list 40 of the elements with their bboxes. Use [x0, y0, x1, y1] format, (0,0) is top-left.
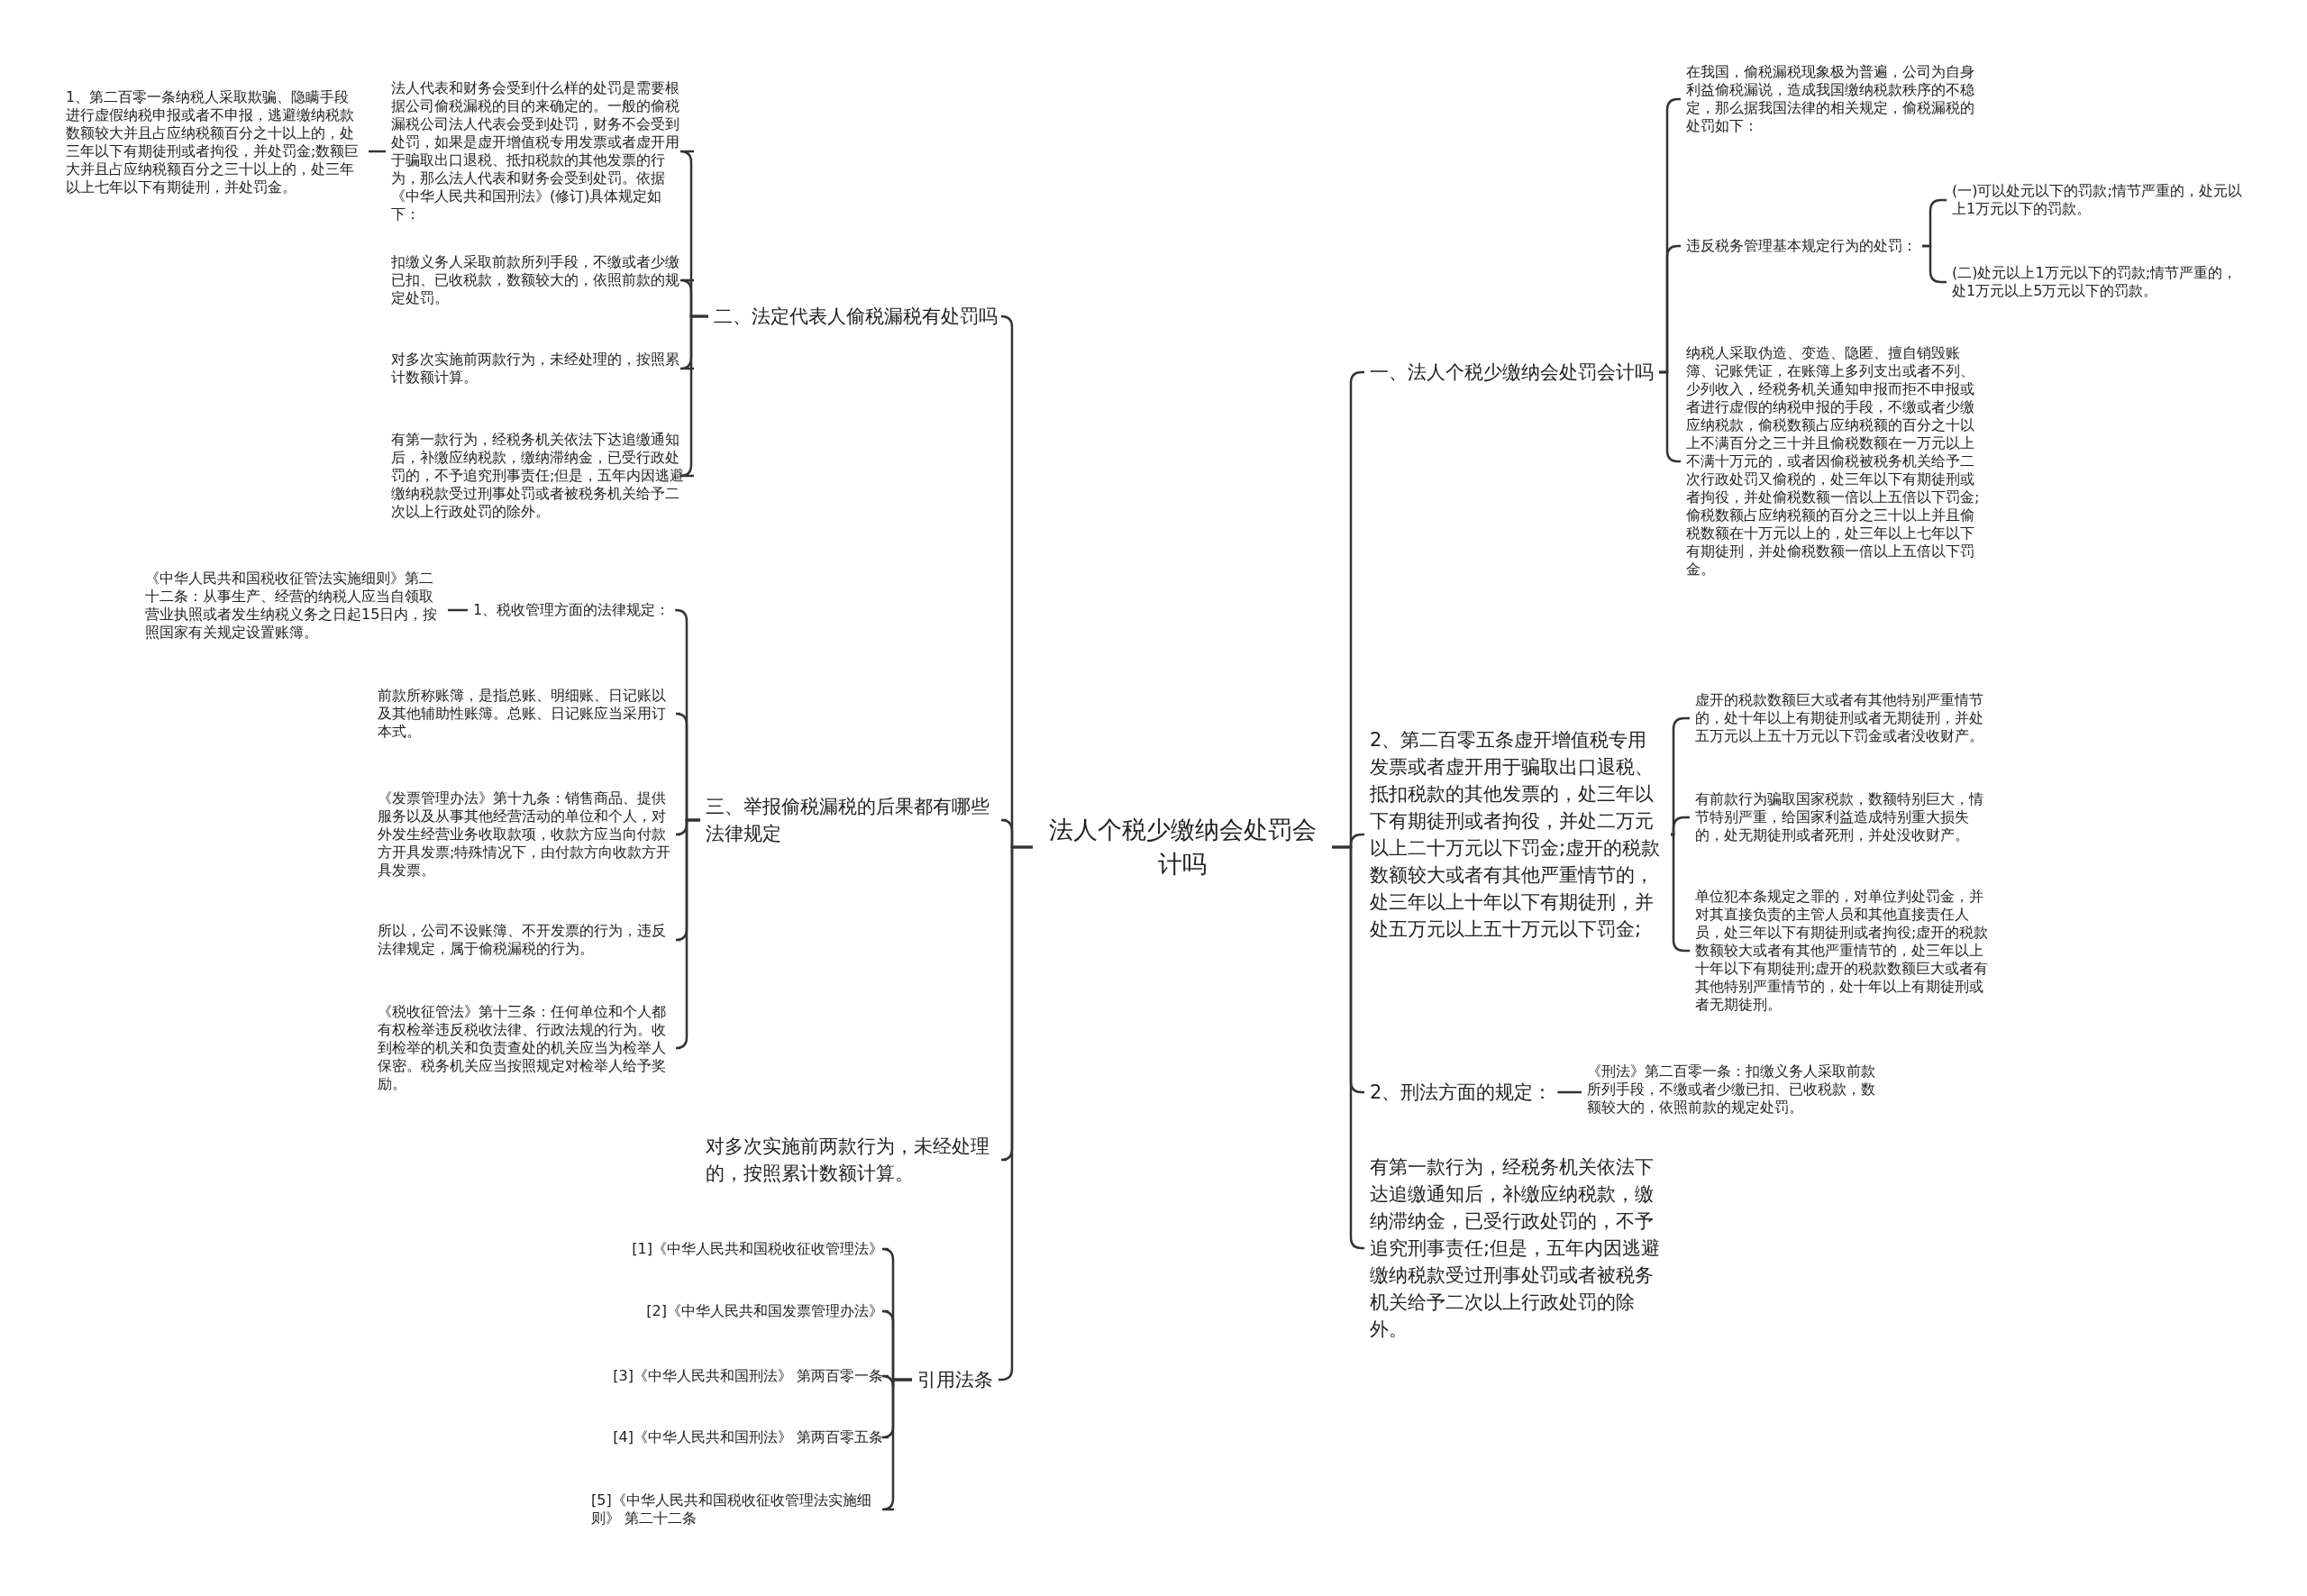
connector-line	[674, 818, 700, 1050]
note-text: (二)处元以上1万元以下的罚款;情节严重的，处1万元以上5万元以下的罚款。	[1952, 264, 2249, 300]
connector-line	[369, 150, 386, 153]
note-text: 扣缴义务人采取前款所列手段，不缴或者少缴已扣、已收税款，数额较大的，依照前款的规定处罚。	[391, 253, 688, 307]
connector-line	[1671, 816, 1690, 836]
note-text: 单位犯本条规定之罪的，对单位判处罚金，并对其直接负责的主管人员和其他直接责任人员，处三年以下有期徒刑或者拘役;虚开的税款数额较大或者有其他严重情节的，处三年以上十年以下有期徒刑;虚开的税款数额巨大或者有其他特别严重情节的，处十年以上有期徒刑或者无期徒刑。	[1695, 888, 1992, 1014]
note-text: 违反税务管理基本规定行为的处罚：	[1686, 237, 1917, 255]
reference-text: [5]《中华人民共和国税收征收管理法实施细则》 第二十二条	[591, 1491, 889, 1528]
note-text: 对多次实施前两款行为，未经处理的，按照累计数额计算。	[391, 351, 688, 387]
connector-line	[1557, 1090, 1582, 1094]
note-text: 虚开的税款数额巨大或者有其他特别严重情节的，处十年以上有期徒刑或者无期徒刑，并处五万元以上五十万元以下罚金或者没收财产。	[1695, 691, 1992, 745]
note-text: 《发票管理办法》第十九条：销售商品、提供服务以及从事其他经营活动的单位和个人，对外发生经营业务收取款项，收款方应当向付款方开具发票;特殊情况下，由付款方向收款方开具发票。	[378, 789, 675, 880]
topic-text: 对多次实施前两款行为，未经处理的，按照累计数额计算。	[706, 1133, 1001, 1187]
connector-line	[448, 608, 468, 612]
reference-text: [2]《中华人民共和国发票管理办法》	[646, 1302, 883, 1320]
topic-text: 有第一款行为，经税务机关依法下达追缴通知后，补缴应纳税款，缴纳滞纳金，已受行政处罚的，不予追究刑事责任;但是，五年内因逃避缴纳税款受过刑事处罚或者被税务机关给予二次以上行政处罚的除外。	[1370, 1154, 1665, 1343]
note-text: 前款所称账簿，是指总账、明细账、日记账以及其他辅助性账簿。总账、日记账应当采用订本式。	[378, 687, 675, 741]
connector-line	[1922, 244, 1947, 284]
note-text: 法人代表和财务会受到什么样的处罚是需要根据公司偷税漏税的目的来确定的。一般的偷税漏税公司法人代表会受到处罚，财务不会受到处罚，如果是虚开增值税专用发票或者虚开用于骗取出口退税、抵扣税款的其他发票的行为，那么法人代表和财务会受到处罚。依据《中华人民共和国刑法》(修订)具体规定如下：	[391, 79, 688, 223]
note-text: 《中华人民共和国税收征管法实施细则》第二十二条：从事生产、经营的纳税人应当自领取营业执照或者发生纳税义务之日起15日内，按照国家有关规定设置账簿。	[145, 570, 442, 642]
note-text: (一)可以处元以下的罚款;情节严重的，处元以上1万元以下的罚款。	[1952, 182, 2249, 218]
reference-text: [4]《中华人民共和国刑法》 第两百零五条	[613, 1428, 883, 1446]
note-text: 1、税收管理方面的法律规定：	[473, 601, 670, 619]
note-text: 1、第二百零一条纳税人采取欺骗、隐瞒手段进行虚假纳税申报或者不申报，逃避缴纳税款数额较大并且占应纳税额百分之十以上的，处三年以下有期徒刑或者拘役，并处罚金;数额巨大并且占应纳税额百分之三十以上的，处三年以上七年以下有期徒刑，并处罚金。	[66, 88, 363, 196]
topic-text: 2、刑法方面的规定：	[1370, 1079, 1553, 1106]
note-text: 有第一款行为，经税务机关依法下达追缴通知后，补缴应纳税款，缴纳滞纳金，已受行政处罚的，不予追究刑事责任;但是，五年内因逃避缴纳税款受过刑事处罚或者被税务机关给予二次以上行政处罚的除外。	[391, 431, 688, 521]
note-text: 《税收征管法》第十三条：任何单位和个人都有权检举违反税收法律、行政法规的行为。收到检举的机关和负责查处的机关应当为检举人保密。税务机关应当按照规定对检举人给予奖励。	[378, 1003, 675, 1093]
central-topic: 法人个税少缴纳会处罚会计吗	[1038, 813, 1327, 881]
topic-text: 三、举报偷税漏税的后果都有哪些法律规定	[706, 793, 1001, 847]
topic-text: 一、法人个税少缴纳会处罚会计吗	[1370, 359, 1654, 386]
topic-text: 二、法定代表人偷税漏税有处罚吗	[714, 303, 998, 330]
topic-text: 2、第二百零五条虚开增值税专用发票或者虚开用于骗取出口退税、抵扣税款的其他发票的，处三年以下有期徒刑或者拘役，并处二万元以上二十万元以下罚金;虚开的税款数额较大或者有其他严重情节的，处三年以上十年以下有期徒刑，并处五万元以上五十万元以下罚金;	[1370, 726, 1665, 943]
note-text: 纳税人采取伪造、变造、隐匿、擅自销毁账簿、记账凭证，在账簿上多列支出或者不列、少列收入，经税务机关通知申报而拒不申报或者进行虚假的纳税申报的手段，不缴或者少缴应纳税款，偷税数额占应纳税额的百分之十以上不满百分之三十并且偷税数额在一万元以上不满十万元的，或者因偷税被税务机关给予二次行政处罚又偷税的，处三年以下有期徒刑或者拘役，并处偷税数额一倍以上五倍以下罚金;偷税数额占应纳税额的百分之三十以上并且偷税数额在十万元以上的，处三年以上七年以下有期徒刑，并处偷税数额一倍以上五倍以下罚金。	[1686, 344, 1983, 579]
reference-text: [3]《中华人民共和国刑法》 第两百零一条	[613, 1367, 883, 1385]
topic-text: 引用法条	[917, 1366, 993, 1393]
note-text: 有前款行为骗取国家税款，数额特别巨大，情节特别严重，给国家利益造成特别重大损失的，处无期徒刑或者死刑，并处没收财产。	[1695, 790, 1992, 844]
note-text: 在我国，偷税漏税现象极为普遍，公司为自身利益偷税漏说，造成我国缴纳税款秩序的不稳定，那么据我国法律的相关规定，偷税漏税的处罚如下：	[1686, 63, 1983, 135]
note-text: 所以，公司不设账簿、不开发票的行为，违反法律规定，属于偷税漏税的行为。	[378, 922, 675, 958]
reference-text: [1]《中华人民共和国税收征收管理法》	[632, 1240, 883, 1258]
note-text: 《刑法》第二百零一条：扣缴义务人采取前款所列手段，不缴或者少缴已扣、已收税款，数额较大的，依照前款的规定处罚。	[1587, 1062, 1884, 1117]
